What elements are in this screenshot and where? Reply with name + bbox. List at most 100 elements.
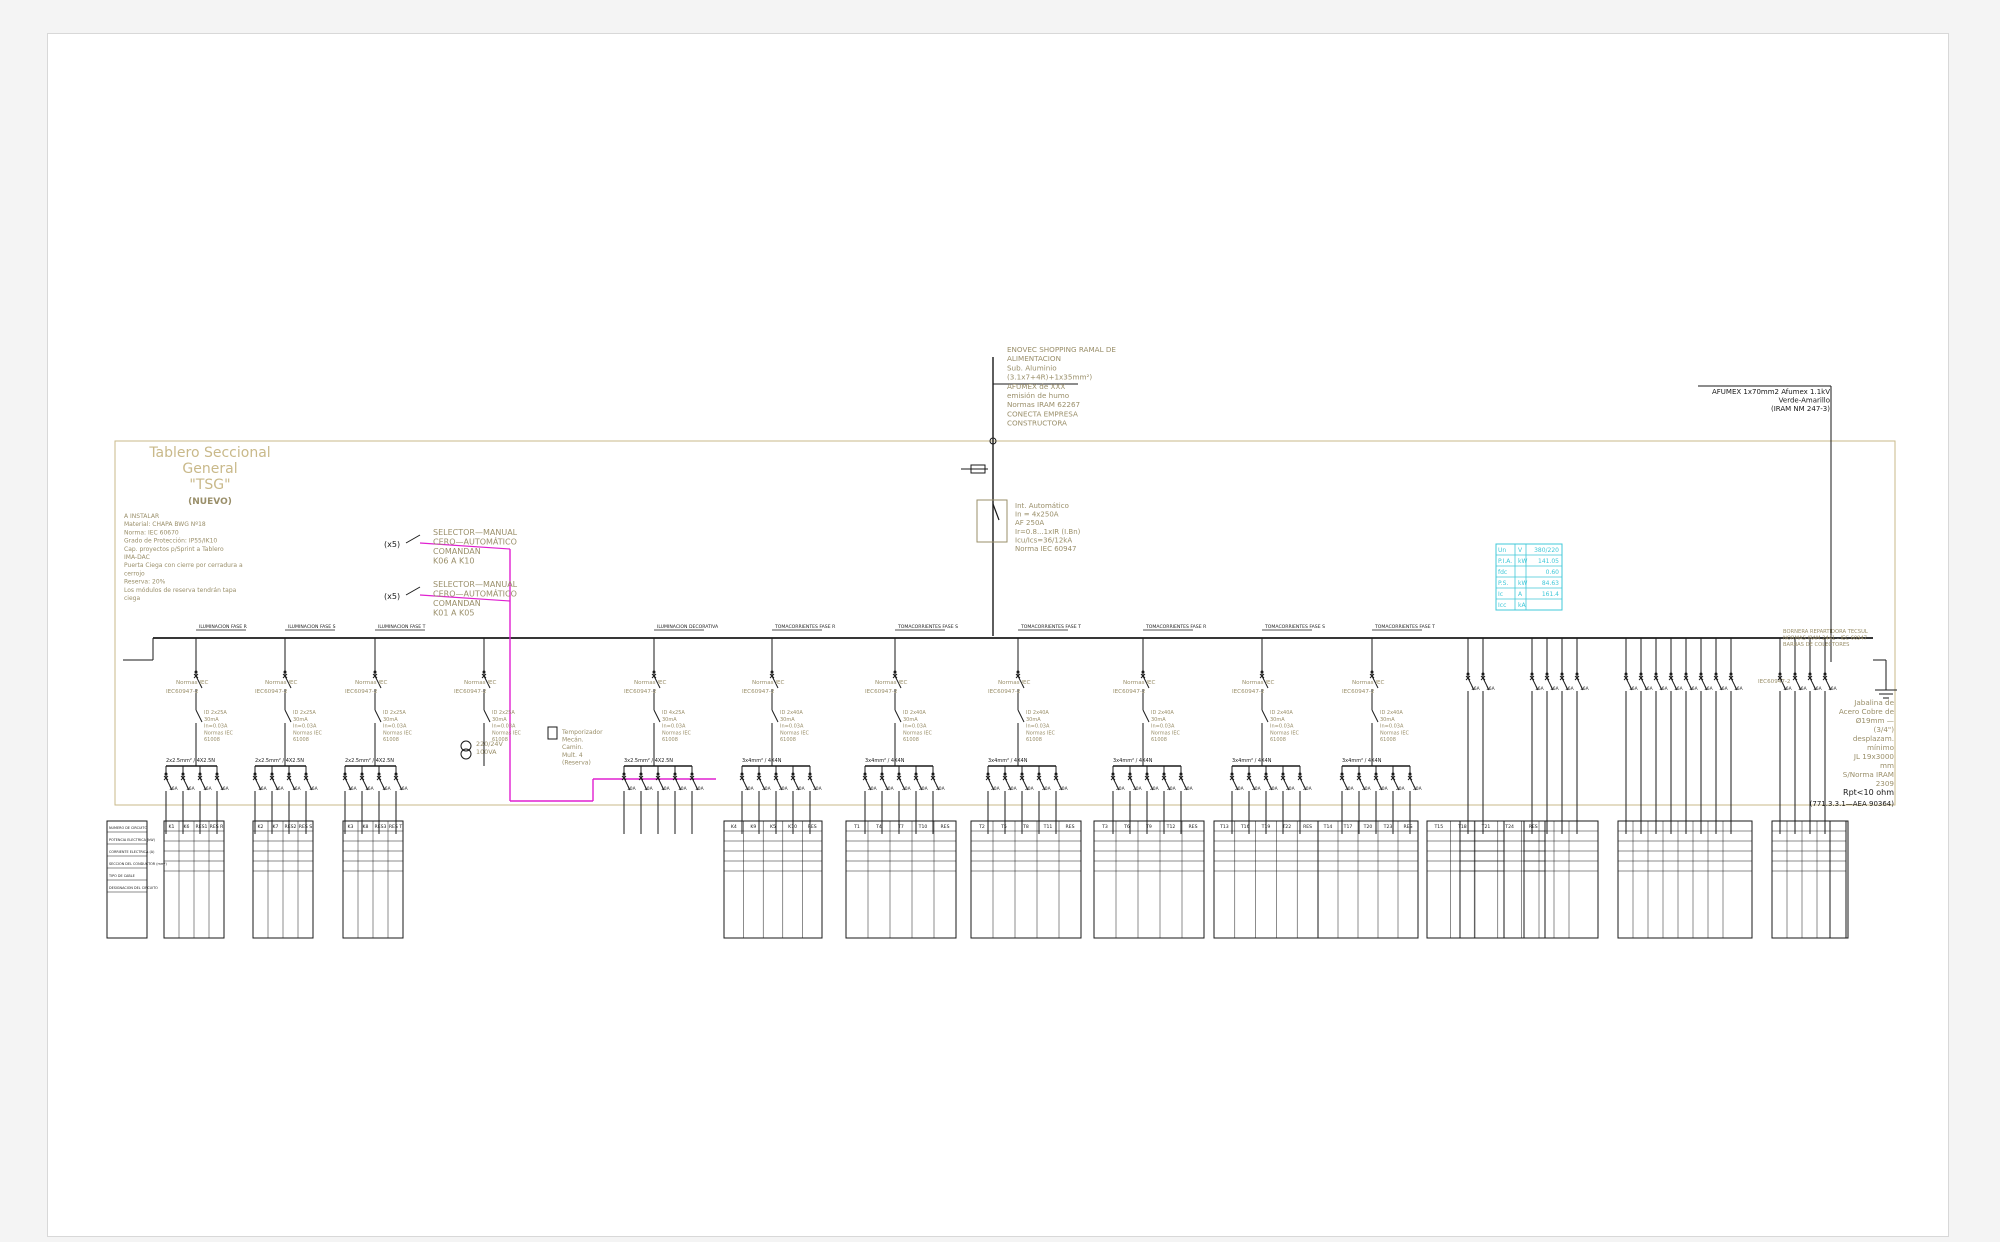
breaker-cross: [1822, 675, 1828, 681]
rb-breaker: [1466, 672, 1470, 676]
breaker-blade: [1341, 777, 1349, 791]
rcd-label: In=0.03A: [293, 724, 317, 730]
circuit-breaker: [1247, 772, 1251, 776]
circuit-rating: 10A: [627, 786, 636, 792]
circuit-number: T20: [1363, 824, 1373, 830]
feeder-entry-node: [989, 437, 997, 445]
breaker-cross: [376, 775, 382, 781]
breaker-cross: [1653, 675, 1659, 681]
breaker-cross: [1544, 675, 1550, 681]
power-table-value: 84.63: [1542, 580, 1559, 587]
circuit-number: T23: [1383, 824, 1393, 830]
circuit-breaker: [304, 772, 308, 776]
breaker-cross: [1713, 675, 1719, 681]
circuit-number: RES: [1403, 824, 1412, 830]
circuit-number: RES: [1065, 824, 1074, 830]
breaker-blade: [254, 777, 262, 791]
circuit-rating: 20A: [868, 786, 877, 792]
ground-cable-label: AFUMEX 1x70mm2 Afumex 1.1kV: [1712, 388, 1830, 396]
breaker-cross: [1529, 675, 1535, 681]
feeder-label: ALIMENTACION: [1007, 354, 1061, 363]
breaker-cross: [163, 775, 169, 781]
rcd-label: Normas IEC: [780, 730, 810, 736]
breaker-blade: [1809, 677, 1817, 691]
breaker-blade: [1129, 777, 1137, 791]
ground-rod-label: Ø19mm —: [1856, 716, 1894, 725]
breaker-blade: [640, 777, 648, 791]
circuit-breaker: [1054, 772, 1058, 776]
group-std: IEC60947-2: [1113, 689, 1145, 695]
breaker-blade: [195, 675, 203, 689]
circuit-table: [1093, 820, 1205, 939]
group-norm: Normas IEC: [265, 680, 298, 686]
rb-table: [1771, 820, 1847, 939]
circuit-number: T12: [1166, 824, 1176, 830]
selector-control-wire: [419, 594, 511, 602]
group-title: TOMACORRIENTES FASE S: [1264, 624, 1325, 630]
circuit-rating: 16A: [348, 786, 357, 792]
circuit-rating: 20A: [1167, 786, 1176, 792]
transformer-label: 220/24V: [476, 740, 503, 748]
circuit-rating: 20A: [1269, 786, 1278, 792]
group-title: ILUMINACION FASE R: [199, 624, 248, 630]
breaker-blade: [623, 777, 631, 791]
circuit-breaker: [791, 772, 795, 776]
circuit-number: T1: [853, 824, 860, 830]
breaker-blade: [792, 777, 800, 791]
sub-busbar-cable: 3x4mm² / 4X4N: [988, 758, 1028, 764]
ground-rod-label: (3/4"): [1874, 725, 1895, 734]
circuit-number: T9: [1145, 824, 1152, 830]
rcd-label: In=0.03A: [662, 724, 686, 730]
rcd-label: 30mA: [492, 717, 507, 723]
rb-rating: 16A: [1813, 686, 1822, 692]
panel-spec: ciega: [124, 595, 140, 602]
breaker-blade: [216, 777, 224, 791]
panel-spec: IMA-DAC: [124, 554, 150, 561]
rb-rating: 16A: [1734, 686, 1743, 692]
breaker-blade: [1561, 677, 1569, 691]
rcd-label: 30mA: [903, 717, 918, 723]
rcd-blade: [284, 709, 292, 723]
rb-rating: 16A: [1704, 686, 1713, 692]
breaker-cross: [638, 775, 644, 781]
selector-count: (x5): [384, 592, 400, 601]
rcd-label: ID 2x40A: [903, 710, 926, 716]
breaker-cross: [1465, 675, 1471, 681]
rcd-label: 61008: [1270, 737, 1286, 743]
breaker-blade: [1142, 675, 1150, 689]
group-std: IEC60947-2: [454, 689, 486, 695]
sub-busbar-cable: 3x2.5mm² / 4X2.5N: [624, 758, 673, 764]
rb-rating: 16A: [1550, 686, 1559, 692]
breaker-blade: [1358, 777, 1366, 791]
breaker-blade: [271, 777, 279, 791]
group-std: IEC60947-2: [742, 689, 774, 695]
circuit-breaker: [1374, 772, 1378, 776]
circuit-number: T16: [1240, 824, 1250, 830]
breaker-cross: [1390, 775, 1396, 781]
breaker-blade: [199, 777, 207, 791]
breaker-cross: [1574, 675, 1580, 681]
circuit-number: RES1: [196, 824, 208, 830]
breaker-blade: [809, 777, 817, 791]
breaker-cross: [481, 673, 487, 679]
rb-table: [1617, 820, 1753, 939]
circuit-breaker: [1408, 772, 1412, 776]
breaker-blade: [395, 777, 403, 791]
breaker-blade: [1715, 677, 1723, 691]
fuse-symbol: [970, 464, 986, 474]
breaker-cross: [879, 775, 885, 781]
circuit-rating: 20A: [762, 786, 771, 792]
breaker-cross: [1792, 675, 1798, 681]
rb-rating: 16A: [1629, 686, 1638, 692]
group-norm: Normas IEC: [355, 680, 388, 686]
circuit-breaker: [270, 772, 274, 776]
breaker-blade: [1017, 675, 1025, 689]
circuit-rating: 16A: [186, 786, 195, 792]
circuit-rating: 16A: [309, 786, 318, 792]
rb-rating: 16A: [1644, 686, 1653, 692]
circuit-breaker: [164, 772, 168, 776]
breaker-cross: [1623, 675, 1629, 681]
circuit-breaker: [1179, 772, 1183, 776]
rb-breaker: [1714, 672, 1718, 676]
breaker-cross: [1297, 775, 1303, 781]
